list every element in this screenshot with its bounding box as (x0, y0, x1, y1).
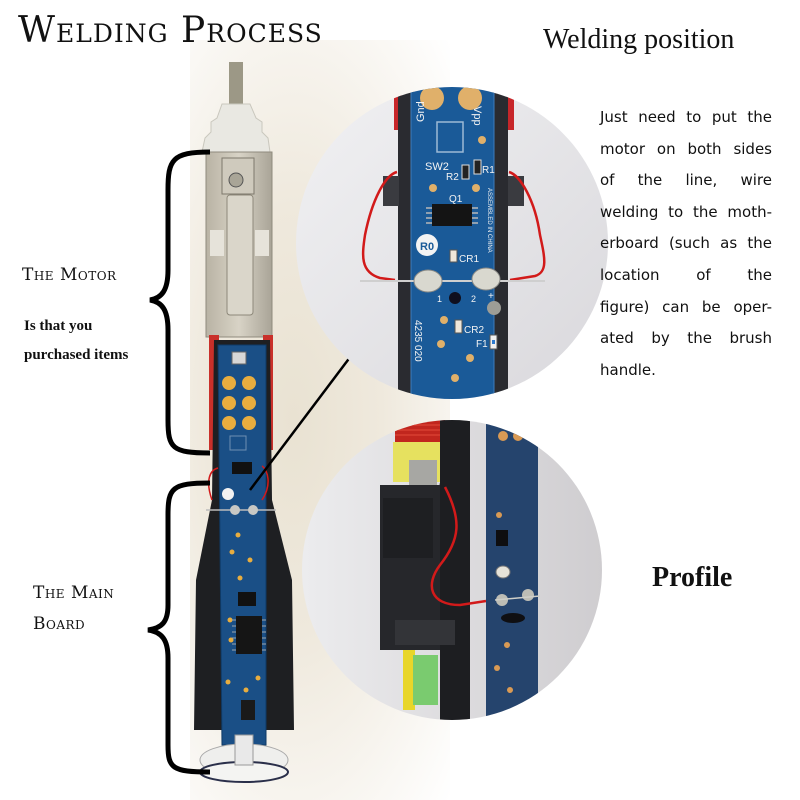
main-board-line: The Main (33, 583, 115, 603)
chip-pins (232, 619, 266, 651)
solder-joint (248, 505, 258, 515)
revision-mark (222, 488, 234, 500)
instruction-line: motor on both sides (600, 139, 772, 158)
instruction-line: welding to the moth- (600, 202, 772, 221)
pcb-label-r1: R1 (482, 165, 495, 176)
frame-tab (255, 230, 269, 256)
label-the-motor: The Motor (22, 265, 117, 285)
frame-tab (210, 230, 224, 256)
chip-u1 (236, 616, 262, 654)
pcb-label-terminal2: 2 (471, 294, 476, 304)
instruction-line: figure) can be oper- (600, 297, 772, 316)
section-title-profile: Profile (652, 562, 733, 593)
chip-q1 (232, 462, 252, 474)
instruction-line: erboard (such as the (600, 234, 772, 253)
instruction-line: Just need to put the (600, 108, 772, 126)
transistor (241, 700, 255, 720)
red-wire (207, 465, 269, 501)
contact-pads (222, 376, 256, 430)
rubber-seal (201, 103, 271, 153)
pcb-label-assembled: ASSEMBLED IN CHINA (486, 188, 492, 253)
instruction-line: location of the (600, 265, 772, 284)
pcb-label-f1: F1 (476, 339, 488, 350)
pcb-label-sw2: SW2 (425, 161, 449, 173)
toothbrush-device (194, 62, 294, 783)
pcb-label-r2: R2 (446, 172, 459, 183)
pcb-label-q1: Q1 (449, 194, 463, 205)
switch-sw1 (231, 351, 247, 365)
drive-shaft (229, 62, 243, 104)
welding-instructions: Just need to put the motor on both sides… (600, 102, 772, 386)
main-board-brace (147, 480, 211, 775)
screw-icon (228, 172, 244, 188)
motor-note-line: purchased items (24, 347, 129, 363)
pcb-label-vpp: Vpp (471, 106, 483, 126)
label-the-main-board: The Main Board (33, 578, 114, 640)
pcb-label-cr1: CR1 (459, 254, 479, 265)
switch-sw2 (229, 435, 247, 451)
instruction-line: of the line, wire (600, 171, 772, 190)
pcb-label-terminal1: 1 (437, 294, 442, 304)
page-title: Welding Process (18, 10, 323, 51)
vias (225, 532, 261, 693)
motor-note-line: Is that you (24, 318, 93, 334)
cap-clip (234, 734, 254, 766)
inset-welding-position: Gnd Vpp SW2 R2 R1 Q1 R0 CR1 1 2 + CR2 F1… (296, 87, 608, 399)
solder-joint (230, 505, 240, 515)
pcb-label-cr2: CR2 (464, 325, 484, 336)
pointer-line (249, 339, 364, 491)
chip-q2 (238, 592, 256, 606)
pcb-label-plus: + (488, 291, 494, 302)
section-title-welding-position: Welding position (543, 24, 735, 55)
pcb-label-gnd: Gnd (415, 101, 427, 122)
pcb-label-r0: R0 (420, 241, 434, 253)
pcb-label-part-no: 4235 020 (412, 320, 423, 362)
motor-brace (149, 149, 211, 456)
label-motor-note: Is that you purchased items (24, 312, 128, 370)
instruction-line: handle. (600, 360, 656, 379)
motor-body (226, 194, 254, 316)
main-board-line: Board (33, 614, 86, 634)
instruction-line: ated by the brush (600, 329, 772, 348)
inset-profile (302, 420, 602, 720)
